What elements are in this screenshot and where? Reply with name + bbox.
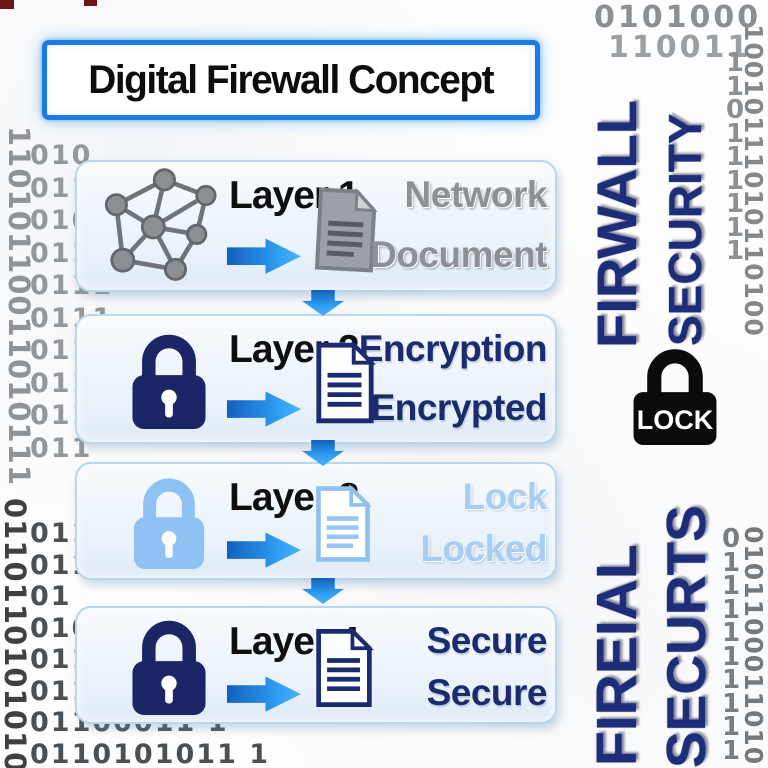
layer-3-result: Locked [420, 527, 547, 569]
red-artifact-corner [0, 0, 14, 9]
network-graph-icon [99, 162, 239, 290]
layer-4-keyword: Secure [426, 620, 548, 661]
card-layer-3: Layer 3 Lock Locked [75, 462, 557, 580]
layer-2-result: Encrypted [370, 386, 548, 428]
binary-row-top-right-1: 0101000 [594, 0, 762, 35]
binary-row-top-right-2: 110011 [608, 30, 752, 65]
binary-row: 0110101011 1 [30, 738, 271, 768]
document-icon [313, 624, 375, 713]
vertical-text-security: SECURITY [659, 113, 711, 346]
binary-right-column-bottom: 0111111111 [722, 524, 741, 766]
layer-2-keyword: Encryption [358, 328, 548, 369]
lock-icon [99, 608, 239, 722]
binary-row: 01 [30, 581, 72, 612]
document-icon [313, 334, 377, 432]
layer-1-keyword: Network [404, 174, 548, 215]
lock-icon [99, 316, 239, 442]
title-box: Digital Firewall Concept [42, 40, 540, 120]
arrow-down-icon-3 [302, 578, 344, 604]
lock-badge-label: LOCK [636, 404, 714, 435]
binary-right-edge-bottom: 0101100011010110 [739, 526, 768, 768]
vertical-text-fireial: FIREIAL [585, 544, 649, 766]
vertical-text-securts: SECURTS [655, 505, 717, 768]
binary-right-column-top: 110111111 [726, 48, 745, 266]
layer-4-result: Secure [426, 671, 548, 713]
binary-left-edge-bottom: 0110110101010110 [0, 498, 32, 768]
page-title: Digital Firewall Concept [88, 57, 495, 102]
red-artifact-top [84, 0, 97, 6]
card-layer-2: Layer 2 Encryption Encrypted [75, 314, 557, 444]
arrow-down-icon-1 [302, 290, 344, 316]
card-layer-4: Layer 4 Secure Secure [75, 606, 557, 724]
layer-1-result: Document [370, 233, 547, 275]
lock-icon [99, 464, 239, 578]
layer-3-keyword: Lock [462, 476, 548, 517]
padlock-lock-icon: LOCK [626, 336, 724, 454]
card-layer-1: Layer 1 Network Document [75, 160, 557, 292]
document-icon [313, 480, 373, 569]
vertical-text-firwall: FIRWALL [584, 100, 648, 348]
document-icon [313, 180, 379, 280]
